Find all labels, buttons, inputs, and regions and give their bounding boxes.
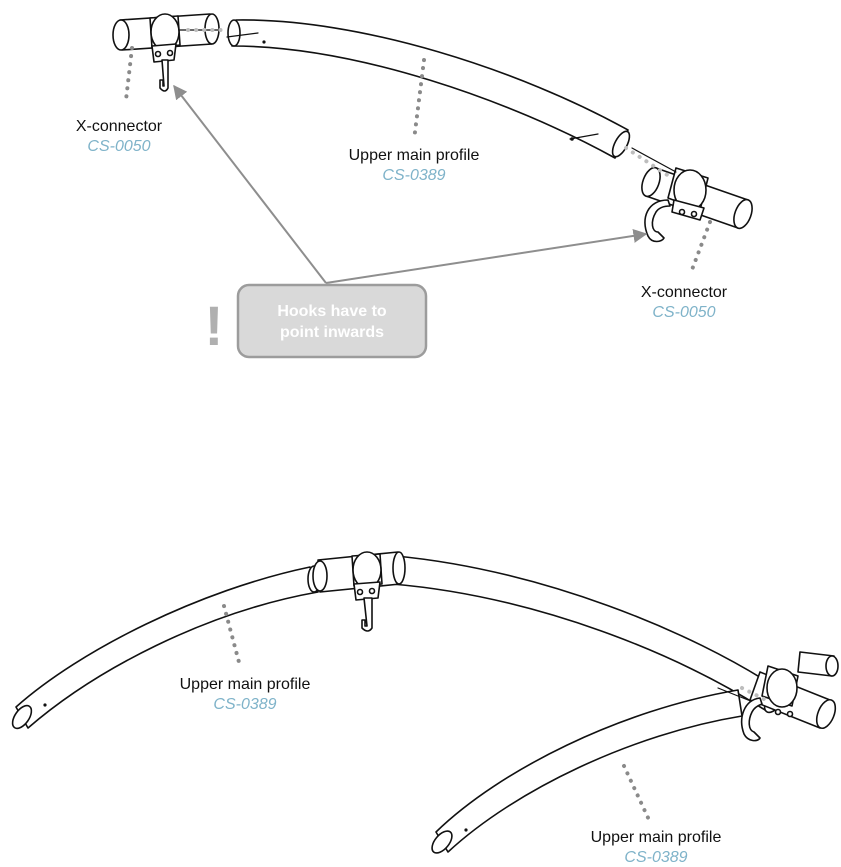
- label-profile-bottom-right: Upper main profile: [591, 829, 722, 846]
- upper-main-profile-bottom-lower: [431, 687, 749, 854]
- exclamation-icon: !: [205, 294, 224, 357]
- arrow-to-hook-left: [173, 84, 327, 284]
- x-connector-bottom-right: [740, 651, 839, 742]
- label-profile-top: Upper main profile: [349, 147, 480, 164]
- hooks-note: ! Hooks have to point inwards: [205, 283, 428, 359]
- label-profile-bottom-left: Upper main profile: [180, 676, 311, 693]
- code-profile-bottom-right: CS-0389: [624, 849, 687, 866]
- code-x-connector-top-right: CS-0050: [652, 304, 715, 321]
- arrow-to-hook-right: [325, 228, 648, 284]
- upper-main-profile-top: [226, 19, 631, 159]
- note-line-2: point inwards: [280, 324, 384, 341]
- label-x-connector-top-left: X-connector: [76, 118, 163, 135]
- leader-x-connector-top-left: [124, 46, 134, 102]
- leader-assembly-axis-bottom-right: [740, 686, 772, 704]
- x-connector-top-right: [631, 147, 753, 243]
- leader-profile-top: [412, 58, 426, 142]
- note-box: [236, 283, 428, 359]
- code-profile-bottom-left: CS-0389: [213, 696, 276, 713]
- note-line-1: Hooks have to: [277, 303, 387, 320]
- leader-profile-bottom-left: [222, 604, 242, 668]
- x-connector-top-left: [112, 13, 221, 92]
- leader-profile-bottom-right: [622, 764, 652, 824]
- x-connector-center: [312, 551, 406, 632]
- leader-x-connector-top-right: [688, 220, 712, 277]
- code-profile-top: CS-0389: [382, 167, 445, 184]
- code-x-connector-top-left: CS-0050: [87, 138, 150, 155]
- leader-assembly-axis-top-right: [624, 146, 674, 180]
- label-x-connector-top-right: X-connector: [641, 284, 728, 301]
